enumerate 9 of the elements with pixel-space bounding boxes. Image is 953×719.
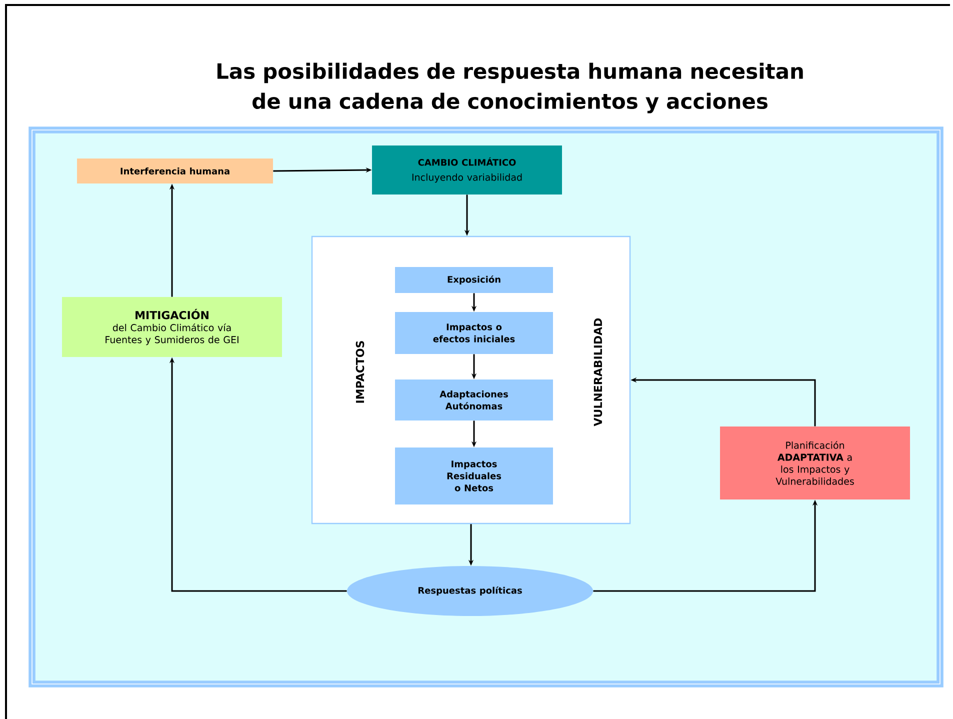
process-box: Planificación ADAPTATIVA a los Impactos y Vulnerabilidades	[720, 426, 910, 500]
process-box: Exposición	[395, 267, 553, 293]
process-box: Interferencia humana	[77, 158, 273, 184]
process-box: Impactos o efectos iniciales	[395, 312, 553, 354]
process-box: Impactos Residuales o Netos	[395, 448, 553, 504]
title: Las posibilidades de respuesta humana necesitan de una cadena de conocimientos y acciones	[217, 62, 803, 114]
process-box: Adaptaciones Autónomas	[395, 380, 553, 420]
process-box: MITIGACIÓN del Cambio Climático vía Fuentes y Sumideros de GEI	[62, 297, 282, 357]
process-box: CAMBIO CLIMÁTICO Incluyendo variabilidad	[372, 146, 562, 194]
